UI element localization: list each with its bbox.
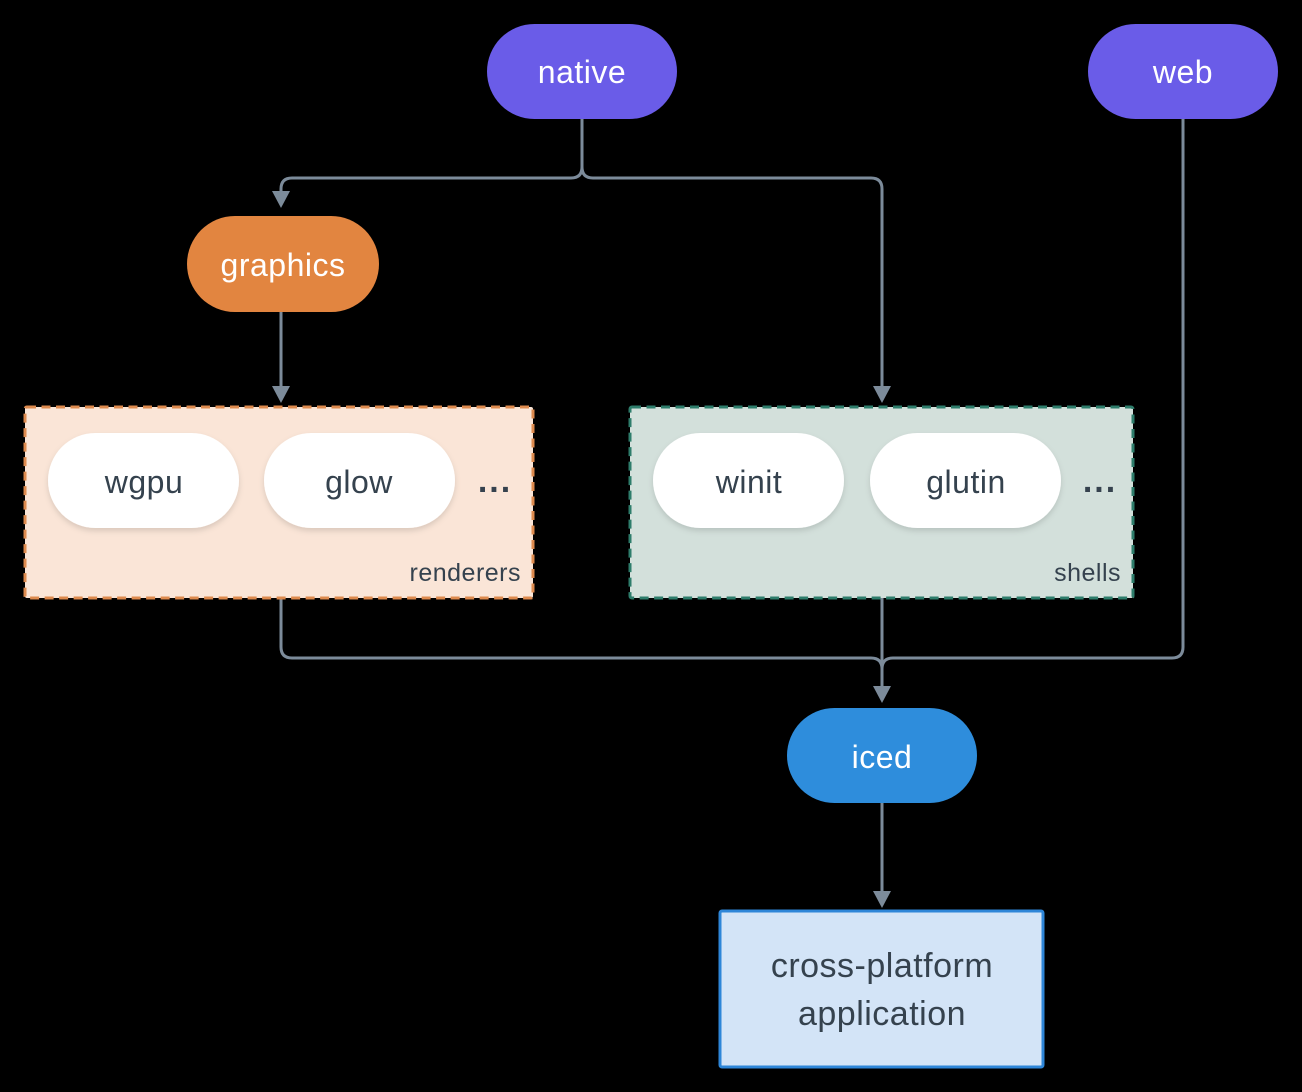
graphics-label: graphics: [221, 247, 346, 283]
web-pill: [1088, 24, 1278, 119]
native-label: native: [538, 54, 626, 90]
web-label: web: [1152, 54, 1213, 90]
shells-ellipsis: ...: [1083, 462, 1117, 500]
arrowhead-shells: [873, 386, 891, 403]
application-label-line1: cross-platform: [771, 947, 993, 985]
wgpu-pill: [48, 433, 239, 528]
node-native: native: [487, 24, 677, 119]
edge-native-to-shells: [580, 119, 884, 388]
node-web: web: [1088, 24, 1278, 119]
glow-label: glow: [325, 464, 393, 500]
arrowhead-iced: [873, 686, 891, 703]
node-iced: iced: [787, 708, 977, 803]
iced-pill: [787, 708, 977, 803]
shells-group-label: shells: [1054, 559, 1121, 587]
node-graphics: graphics: [187, 216, 379, 312]
arrowhead-renderers: [272, 386, 290, 403]
graphics-pill: [187, 216, 379, 312]
glow-pill: [264, 433, 455, 528]
iced-label: iced: [852, 739, 913, 775]
renderers-ellipsis: ...: [478, 462, 512, 500]
renderers-group-label: renderers: [410, 559, 522, 587]
glutin-pill: [870, 433, 1061, 528]
native-pill: [487, 24, 677, 119]
glutin-label: glutin: [926, 464, 1006, 500]
node-application: cross-platform application: [718, 909, 1045, 1069]
group-renderers: wgpu glow ... renderers: [23, 405, 535, 600]
arrowhead-application: [873, 891, 891, 908]
application-label-line2: application: [798, 995, 966, 1033]
edges: [272, 119, 1185, 908]
wgpu-label: wgpu: [104, 464, 184, 500]
arrowhead-graphics: [272, 191, 290, 208]
group-shells: winit glutin ... shells: [628, 405, 1135, 600]
winit-pill: [653, 433, 844, 528]
winit-label: winit: [715, 464, 783, 500]
application-box: [718, 909, 1045, 1069]
